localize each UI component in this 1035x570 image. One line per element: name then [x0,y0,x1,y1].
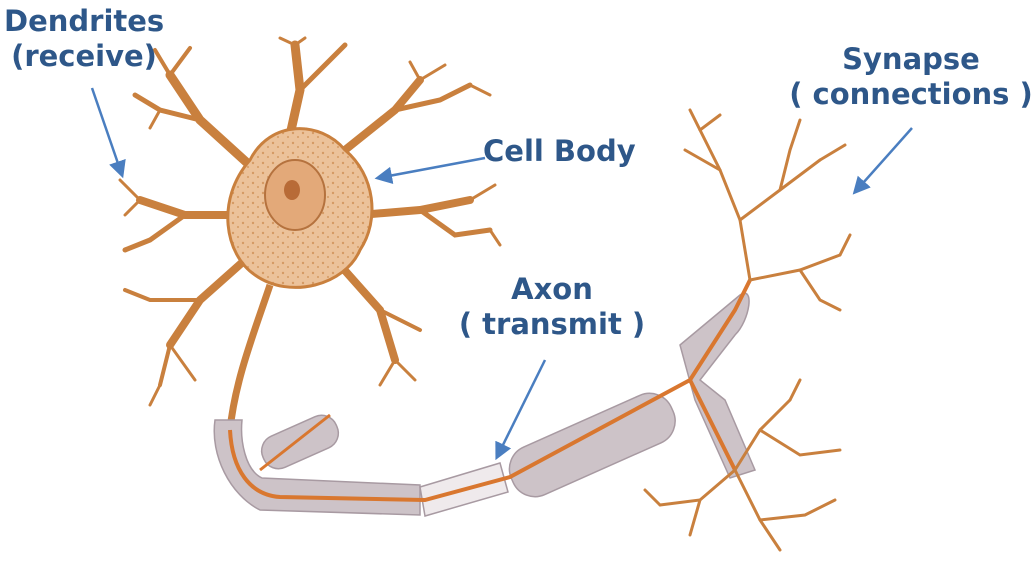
axon-title: Axon [511,272,593,306]
dendrites-title: Dendrites [4,4,165,38]
synapse-arrow [852,127,913,195]
myelin-sheath [213,292,757,517]
axon-collateral [259,413,331,472]
axon-terminals [643,108,852,552]
dendrites-arrow [90,87,126,179]
cell-body-arrow [374,156,486,185]
pointer-arrows [90,87,913,461]
cell-body-title: Cell Body [483,134,636,168]
nucleolus-shape [284,180,300,200]
axon-arrow [495,359,547,461]
dendrites-subtitle: (receive) [11,38,157,73]
synapse-title: Synapse [842,42,980,76]
synapse-subtitle: ( connections ) [789,76,1033,111]
synapse-label: Synapse ( connections ) [786,42,1035,112]
dendrites-label: Dendrites (receive) [4,4,164,74]
dendrites [118,36,502,407]
axon-subtitle: ( transmit ) [458,306,646,341]
cell-body-label: Cell Body [483,134,643,169]
axon-core [228,279,752,503]
axon-label: Axon ( transmit ) [452,272,652,342]
axon-branch-core [688,379,737,471]
axon-initial-segment [226,283,274,431]
